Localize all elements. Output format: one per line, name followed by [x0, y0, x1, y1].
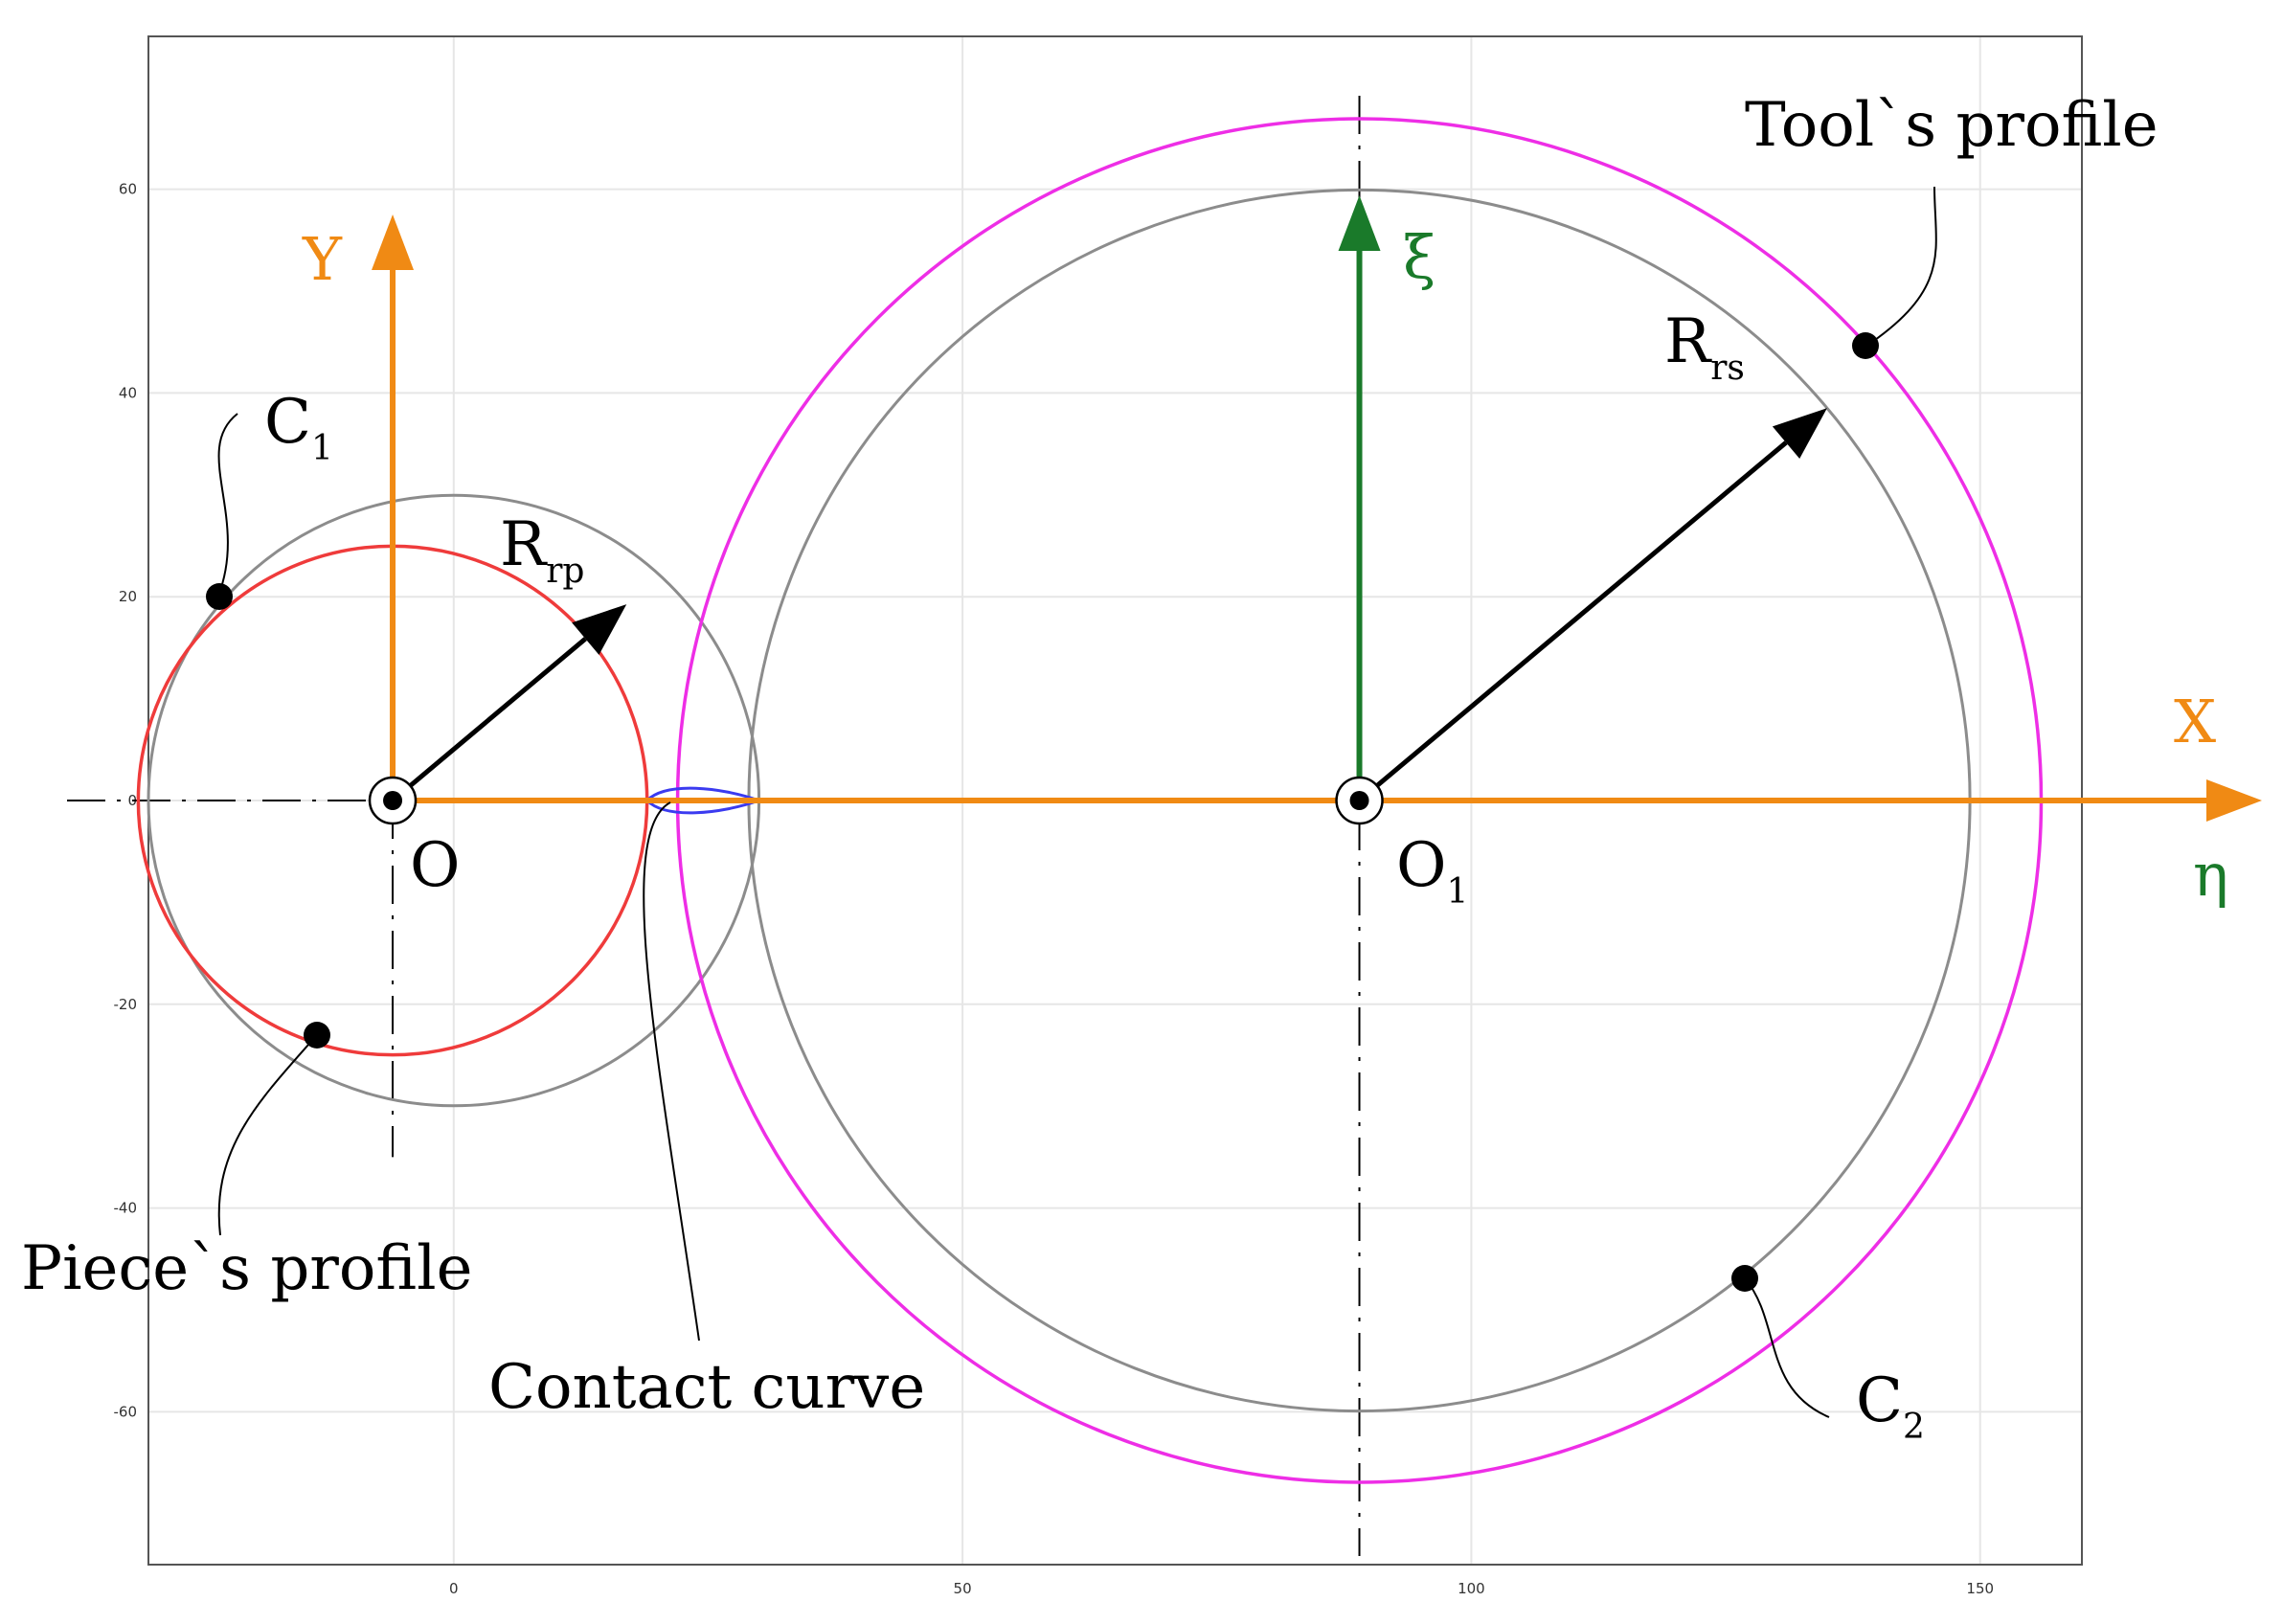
x-tick-label: 50: [954, 1580, 972, 1597]
y-tick-label: -20: [114, 996, 138, 1013]
leader-c2: [1744, 1277, 1830, 1418]
leader-tool: [1865, 186, 1937, 348]
eta-axis-label: η: [2193, 840, 2228, 910]
leader-contact: [643, 801, 700, 1342]
y-tick-label: -60: [114, 1403, 138, 1420]
c2-text: C: [1856, 1365, 1903, 1436]
c2-label: C2: [1856, 1365, 1925, 1447]
xi-axis-arrowhead: [1338, 195, 1381, 251]
origin-o1-label: O1: [1396, 830, 1468, 912]
leader-dot-tool: [1852, 332, 1879, 359]
rrs-subscript: rs: [1710, 349, 1745, 388]
origin-o1-marker: [1335, 776, 1384, 825]
y-tick-label: 40: [119, 384, 137, 401]
c1-label: C1: [264, 387, 333, 468]
y-tick-label: 20: [119, 588, 137, 605]
origin-o-label: O: [410, 830, 460, 901]
origin-o1-subscript: 1: [1446, 872, 1468, 912]
grid: [148, 36, 2082, 1565]
x-tick-label: 150: [1966, 1580, 1994, 1597]
contact-curve-label: Contact curve: [488, 1352, 925, 1423]
leader-dot-c2: [1731, 1265, 1758, 1292]
leader-c1: [217, 413, 238, 597]
radius-rp-arrowhead: [572, 604, 627, 655]
rrp-subscript: rp: [546, 552, 584, 591]
origin-o-marker: [368, 776, 418, 825]
y-axis-label: Y: [302, 224, 343, 294]
rrs-text: R: [1664, 306, 1712, 377]
rrp-label: Rrp: [500, 509, 584, 591]
c1-text: C: [264, 387, 311, 458]
origin-o-dot: [383, 791, 403, 810]
leader-piece: [217, 1035, 317, 1236]
leader-dot-piece: [304, 1022, 330, 1049]
xi-axis-label: ξ: [1403, 222, 1435, 292]
c2-subscript: 2: [1903, 1408, 1925, 1447]
c1-subscript: 1: [311, 429, 333, 468]
radius-rp-arrow: [391, 637, 587, 802]
rrp-text: R: [500, 509, 548, 580]
y-tick-label: -40: [114, 1200, 138, 1217]
piece-profile-label: Piece`s profile: [21, 1233, 472, 1304]
radius-rs-arrow: [1357, 440, 1788, 802]
y-tick-label: 60: [119, 181, 137, 198]
y-axis-arrowhead: [372, 214, 415, 270]
x-tick-label: 100: [1458, 1580, 1485, 1597]
origin-o1-text: O: [1396, 830, 1446, 901]
x-tick-labels: 0 50 100 150: [449, 1580, 1994, 1597]
x-axis-label: X: [2174, 687, 2216, 756]
rrs-label: Rrs: [1664, 306, 1745, 388]
tool-profile-label: Tool`s profile: [1745, 90, 2159, 161]
origin-o1-dot: [1349, 791, 1369, 810]
x-tick-label: 0: [449, 1580, 459, 1597]
x-axis-arrowhead: [2206, 779, 2262, 822]
leader-dot-c1: [206, 583, 233, 610]
radius-rs-arrowhead: [1772, 408, 1827, 460]
